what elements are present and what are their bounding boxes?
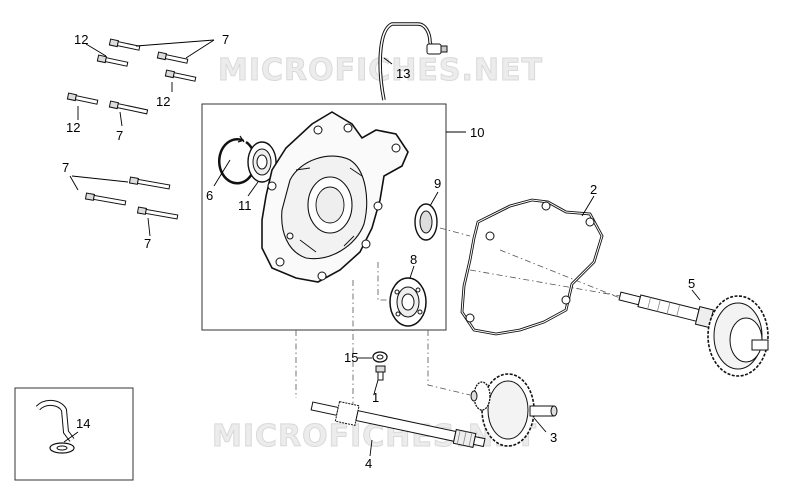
callout-12: 12 [66,120,80,135]
bolt [96,54,129,67]
callout-8: 8 [410,252,417,267]
callout-6: 6 [206,188,213,203]
callout-7: 7 [222,32,229,47]
callout-5: 5 [688,276,695,291]
bearing-large [389,277,427,327]
drain-plug [372,351,388,381]
cover-assembly-frame [201,103,447,331]
callout-2: 2 [590,182,597,197]
bolt [164,69,197,82]
callout-3: 3 [550,430,557,445]
bolt [156,51,189,64]
callout-12: 12 [74,32,88,47]
output-shaft [310,401,486,448]
callout-9: 9 [434,176,441,191]
bracket-inset-frame [14,387,134,481]
oil-seal [414,203,438,241]
sensor-cable [378,22,448,101]
bolt [66,92,99,105]
callout-1: 1 [372,390,379,405]
callout-7: 7 [116,128,123,143]
callout-4: 4 [365,456,372,471]
bolt [84,192,127,206]
callout-7: 7 [144,236,151,251]
gasket [460,198,604,336]
bolt [136,206,179,220]
bracket [35,400,75,454]
bolt [108,38,141,51]
callout-11: 11 [238,198,252,213]
leader-lines [63,39,701,457]
callout-14: 14 [76,416,90,431]
callout-13: 13 [396,66,410,81]
bolt [108,100,149,115]
bearing-small [247,141,277,183]
bolt-set-top [66,38,197,115]
callout-15: 15 [344,350,358,365]
callout-labels: 12 7 12 12 7 7 7 6 11 13 10 9 8 2 5 15 1… [62,32,695,471]
drive-shaft-gear [618,291,769,377]
bolt-set-mid [84,176,179,220]
callout-10: 10 [470,125,484,140]
callout-7: 7 [62,160,69,175]
transmission-cover [261,111,409,283]
callout-12: 12 [156,94,170,109]
bolt [128,176,171,190]
intermediate-gear [470,373,558,447]
